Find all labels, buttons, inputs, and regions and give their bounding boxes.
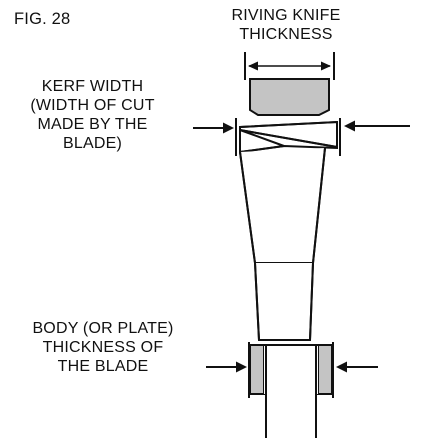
- riving-dimension-arrow-right: [321, 61, 331, 71]
- kerf-arrow-left-head: [223, 122, 234, 134]
- kerf-label-line-1: KERF WIDTH: [41, 78, 144, 95]
- kerf-label-line-2: (WIDTH OF CUT: [30, 97, 155, 114]
- kerf-label-line-4: BLADE): [63, 135, 122, 152]
- blade-tooth-diagonal: [239, 129, 338, 148]
- body-arrow-right-head: [336, 361, 347, 373]
- figure-label: FIG. 28: [14, 10, 71, 28]
- blade-tooth-outline: [239, 120, 338, 154]
- riving-knife-sleeve-left: [249, 344, 265, 395]
- riving-dimension-arrow-left: [248, 61, 258, 71]
- riving-knife-label-line-1: RIVING KNIFE: [231, 7, 341, 24]
- body-label-line-1: BODY (OR PLATE): [32, 320, 174, 337]
- body-label-line-2: THICKNESS OF: [42, 339, 164, 356]
- blade-plate: [264, 345, 318, 394]
- riving-knife-label: RIVING KNIFE THICKNESS: [196, 6, 376, 44]
- body-arrow-left-head: [236, 361, 247, 373]
- kerf-arrow-right-head: [344, 120, 355, 132]
- body-thickness-label: BODY (OR PLATE) THICKNESS OF THE BLADE: [0, 319, 206, 376]
- blade-lower-left-edge: [254, 262, 260, 341]
- riving-knife-sleeve-right: [317, 344, 333, 395]
- kerf-width-label: KERF WIDTH (WIDTH OF CUT MADE BY THE BLA…: [0, 77, 185, 153]
- blade-body-left-edge: [239, 151, 256, 264]
- blade-lower-section: [254, 262, 314, 341]
- riving-knife-label-line-2: THICKNESS: [239, 26, 333, 43]
- riving-knife-shape: [249, 78, 330, 116]
- blade-lower-right-edge: [309, 262, 314, 341]
- body-label-line-3: THE BLADE: [57, 358, 149, 375]
- blade-body-right-edge: [312, 147, 326, 264]
- kerf-label-line-3: MADE BY THE: [37, 116, 148, 133]
